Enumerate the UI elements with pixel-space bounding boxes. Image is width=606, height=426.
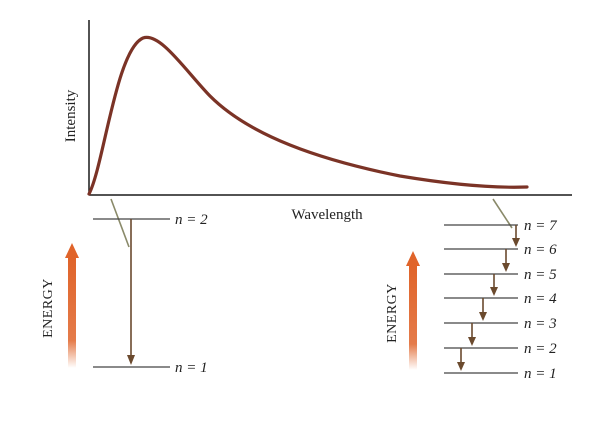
right-energy-diagram: ENERGY n = 7 n = 6 n = 5 n = 4 n = 3 n =… (385, 198, 558, 382)
transition-arrow-5-4-head (490, 287, 498, 296)
level-label-right-n1: n = 1 (524, 366, 557, 382)
level-label-right-n4: n = 4 (524, 291, 557, 307)
y-axis-label: Intensity (63, 89, 79, 142)
energy-label-right: ENERGY (385, 283, 400, 343)
energy-arrow-right-head (406, 251, 420, 266)
level-label-left-n2: n = 2 (175, 212, 208, 228)
level-label-right-n5: n = 5 (524, 267, 557, 283)
transition-arrow-3-2-head (468, 337, 476, 346)
level-label-right-n6: n = 6 (524, 242, 557, 258)
level-label-left-n1: n = 1 (175, 360, 208, 376)
pointer-line-right (492, 198, 513, 229)
level-label-right-n2: n = 2 (524, 341, 557, 357)
transition-arrow-left-head (127, 355, 135, 365)
transition-arrow-2-1-head (457, 362, 465, 371)
level-label-right-n3: n = 3 (524, 316, 557, 332)
energy-arrow-left-shaft (68, 258, 76, 368)
transition-arrow-4-3-head (479, 312, 487, 321)
left-energy-diagram: ENERGY n = 2 n = 1 (41, 198, 208, 376)
pointer-line-left (110, 198, 130, 248)
level-label-right-n7: n = 7 (524, 218, 558, 234)
intensity-curve (87, 35, 529, 196)
energy-arrow-right-shaft (409, 266, 417, 370)
transition-arrow-7-6-head (512, 238, 520, 247)
x-axis-label: Wavelength (291, 207, 363, 223)
energy-arrow-left-head (65, 243, 79, 258)
spectrum-plot: Intensity Wavelength (63, 20, 572, 223)
transition-arrow-6-5-head (502, 263, 510, 272)
energy-label-left: ENERGY (41, 278, 56, 338)
